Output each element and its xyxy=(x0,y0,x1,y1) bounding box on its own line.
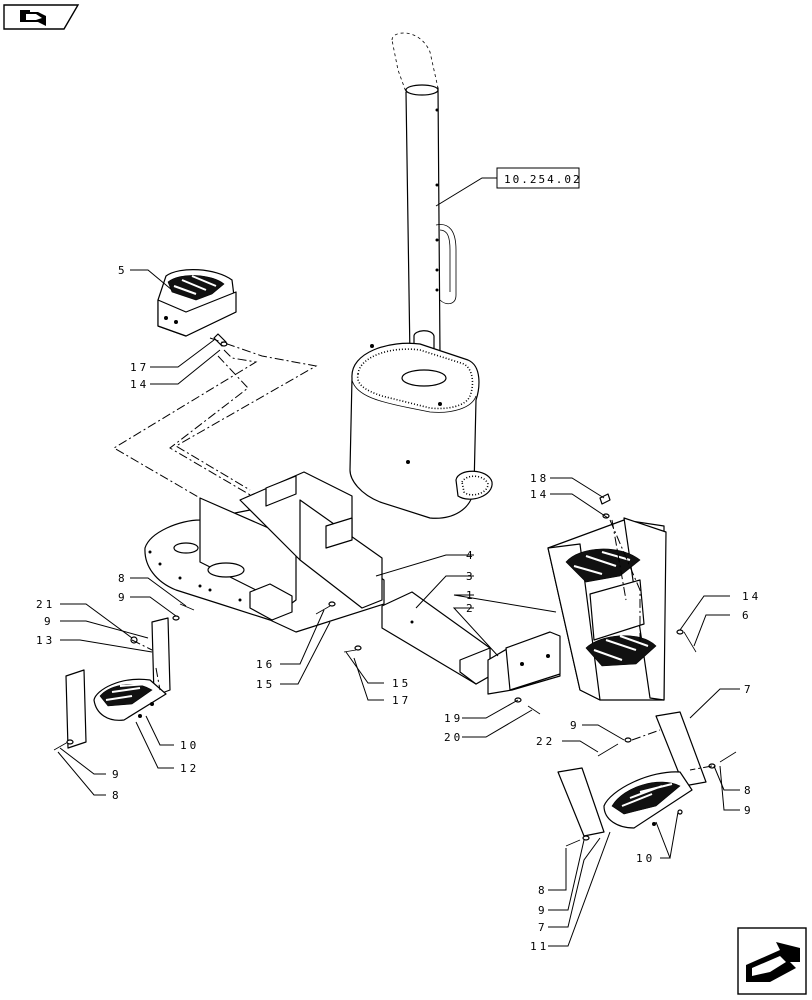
callout-9[interactable]: 9 xyxy=(538,904,548,917)
callout-15[interactable]: 15 xyxy=(392,677,411,690)
assembly-lines xyxy=(113,337,713,771)
forward-arrow-icon xyxy=(746,942,800,982)
frame-bracket xyxy=(144,471,385,633)
previous-page-button[interactable] xyxy=(3,4,80,30)
callout-9[interactable]: 9 xyxy=(112,768,122,781)
callout-9[interactable]: 9 xyxy=(570,719,580,732)
callout-14[interactable]: 14 xyxy=(130,378,149,391)
back-arrow-icon xyxy=(20,10,46,26)
bracket-2 xyxy=(487,631,561,695)
callout-2[interactable]: 2 xyxy=(466,602,476,615)
step-5 xyxy=(157,269,237,337)
callout-1[interactable]: 1 xyxy=(466,589,476,602)
callout-6[interactable]: 6 xyxy=(742,609,752,622)
callout-7[interactable]: 7 xyxy=(538,921,548,934)
callout-8[interactable]: 8 xyxy=(744,784,754,797)
callout-21[interactable]: 21 xyxy=(36,598,55,611)
callout-7[interactable]: 7 xyxy=(744,683,754,696)
callout-15[interactable]: 15 xyxy=(256,678,275,691)
callout-8[interactable]: 8 xyxy=(538,884,548,897)
callout-labels: 5 17 14 18 14 14 6 4 3 1 2 8 9 21 9 13 1… xyxy=(36,264,761,953)
callout-14[interactable]: 14 xyxy=(742,590,761,603)
callout-4[interactable]: 4 xyxy=(466,549,476,562)
callout-3[interactable]: 3 xyxy=(466,570,476,583)
callout-9[interactable]: 9 xyxy=(744,804,754,817)
callout-22[interactable]: 22 xyxy=(536,735,555,748)
hardware-fasteners xyxy=(53,333,737,847)
callout-10[interactable]: 10 xyxy=(636,852,655,865)
leader-lines xyxy=(57,269,740,947)
callout-13[interactable]: 13 xyxy=(36,634,55,647)
next-page-button[interactable] xyxy=(737,927,807,995)
callout-16[interactable]: 16 xyxy=(256,658,275,671)
callout-8[interactable]: 8 xyxy=(118,572,128,585)
muffler xyxy=(349,342,493,519)
callout-12[interactable]: 12 xyxy=(180,762,199,775)
callout-19[interactable]: 19 xyxy=(444,712,463,725)
reference-callout[interactable]: 10.254.02 xyxy=(435,167,582,207)
reference-label: 10.254.02 xyxy=(504,173,582,186)
callout-17[interactable]: 17 xyxy=(392,694,411,707)
left-step-assembly xyxy=(65,617,171,749)
callout-9[interactable]: 9 xyxy=(44,615,54,628)
callout-14[interactable]: 14 xyxy=(530,488,549,501)
callout-5[interactable]: 5 xyxy=(118,264,128,277)
callout-18[interactable]: 18 xyxy=(530,472,549,485)
callout-8[interactable]: 8 xyxy=(112,789,122,802)
callout-11[interactable]: 11 xyxy=(530,940,549,953)
ladder-1 xyxy=(547,517,667,701)
exhaust-stack xyxy=(391,32,457,379)
callout-18[interactable]: 17 xyxy=(130,361,149,374)
right-step-assembly xyxy=(557,711,707,837)
callout-20[interactable]: 20 xyxy=(444,731,463,744)
callout-9[interactable]: 9 xyxy=(118,591,128,604)
callout-10[interactable]: 10 xyxy=(180,739,199,752)
